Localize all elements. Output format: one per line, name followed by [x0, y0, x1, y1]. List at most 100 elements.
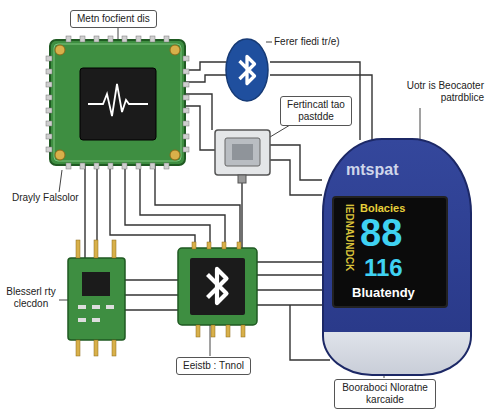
main-chip — [88, 84, 148, 116]
bluetooth-module — [237, 242, 241, 249]
oximeter-screen: IEDNAUNDCKBolacies88116Bluatendy — [332, 196, 448, 308]
main-chip — [183, 82, 189, 87]
main-chip — [66, 163, 71, 169]
wire — [125, 165, 210, 248]
node-text: Bluatendy — [352, 286, 415, 299]
wire — [270, 160, 322, 195]
main-chip — [122, 163, 127, 169]
sensor-board — [94, 240, 98, 258]
wire — [125, 309, 178, 310]
connector-component — [215, 130, 270, 175]
wire — [185, 75, 226, 82]
main-chip — [66, 36, 71, 42]
sensor-board — [112, 340, 116, 356]
main-chip — [46, 36, 189, 169]
main-chip — [183, 147, 189, 152]
part-label: Uotr is Beocaoter patrdblice — [388, 80, 485, 104]
node-text: Bolacies — [360, 203, 405, 214]
bluetooth-module — [196, 325, 200, 337]
wire — [84, 165, 85, 258]
bluetooth-badge — [226, 39, 268, 101]
main-chip — [46, 147, 52, 152]
main-chip — [183, 56, 189, 61]
main-chip — [183, 134, 189, 139]
sensor-board — [92, 318, 100, 322]
wire — [125, 294, 178, 295]
pulse-oximeter: mtspatIEDNAUNDCKBolacies88116Bluatendy — [322, 138, 472, 376]
callout-box: Eeistb : Tnnol — [176, 357, 251, 375]
main-chip — [164, 163, 169, 169]
main-chip — [80, 68, 156, 140]
sensor-board — [68, 258, 125, 340]
main-chip — [46, 121, 52, 126]
wire — [270, 145, 322, 180]
main-chip — [150, 163, 155, 169]
bluetooth-module — [226, 325, 230, 337]
bluetooth-badge — [240, 57, 255, 84]
node-text: Metn focfient dis — [77, 13, 150, 25]
wire — [257, 261, 322, 262]
main-chip — [183, 108, 189, 113]
node-text: 116 — [364, 256, 403, 280]
sensor-board — [94, 340, 98, 356]
main-chip — [122, 36, 127, 42]
sensor-board — [82, 272, 110, 296]
node-text: IEDNAUNDCK — [344, 204, 354, 271]
bluetooth-module — [222, 242, 226, 249]
connector-component — [232, 144, 253, 160]
main-chip — [183, 121, 189, 126]
bluetooth-module — [178, 242, 257, 337]
main-chip — [94, 36, 99, 42]
sensor-board — [78, 305, 86, 309]
node-text: Fertincatl tao pastdde — [287, 99, 345, 123]
main-chip — [164, 36, 169, 42]
main-chip — [46, 36, 189, 169]
main-chip — [46, 82, 52, 87]
main-chip — [46, 56, 52, 61]
bluetooth-module — [192, 242, 196, 249]
sensor-board — [106, 305, 114, 309]
bluetooth-module — [211, 325, 215, 337]
main-chip — [55, 150, 65, 160]
part-label: Drayly Falsolor — [10, 192, 81, 204]
leader-line — [420, 108, 421, 140]
main-chip — [94, 163, 99, 169]
main-chip — [46, 69, 52, 74]
main-chip — [108, 36, 113, 42]
main-chip — [183, 95, 189, 100]
node-text: Booraboci Nloratne karcaide — [341, 382, 429, 406]
main-chip — [150, 36, 155, 42]
bluetooth-module — [190, 258, 245, 315]
main-chip — [108, 163, 113, 169]
wire — [185, 106, 215, 150]
sensor-board — [76, 240, 116, 356]
leader-line — [210, 325, 211, 356]
sensor-board — [78, 318, 86, 322]
part-label: Blesserl rty clecdon — [3, 286, 59, 310]
main-chip — [136, 36, 141, 42]
main-chip — [80, 36, 85, 42]
wire — [270, 62, 360, 140]
callout-box: Fertincatl tao pastdde — [280, 96, 352, 126]
main-chip — [46, 134, 52, 139]
node-text: Eeistb : Tnnol — [183, 360, 244, 372]
wire — [257, 289, 322, 290]
wire — [110, 165, 195, 248]
main-chip — [183, 69, 189, 74]
wire — [185, 62, 226, 70]
main-chip — [50, 40, 185, 165]
main-chip — [170, 45, 180, 55]
leader-line — [118, 26, 119, 40]
bluetooth-module — [208, 269, 227, 303]
callout-box: Booraboci Nloratne karcaide — [334, 379, 436, 409]
wire — [257, 274, 322, 275]
main-chip — [54, 44, 181, 161]
wire — [241, 175, 242, 248]
sensor-board — [76, 240, 80, 258]
bluetooth-badge — [226, 39, 268, 101]
main-chip — [46, 95, 52, 100]
wire — [125, 279, 178, 280]
main-chip — [136, 163, 141, 169]
bluetooth-module — [207, 242, 211, 249]
wire — [155, 165, 240, 248]
